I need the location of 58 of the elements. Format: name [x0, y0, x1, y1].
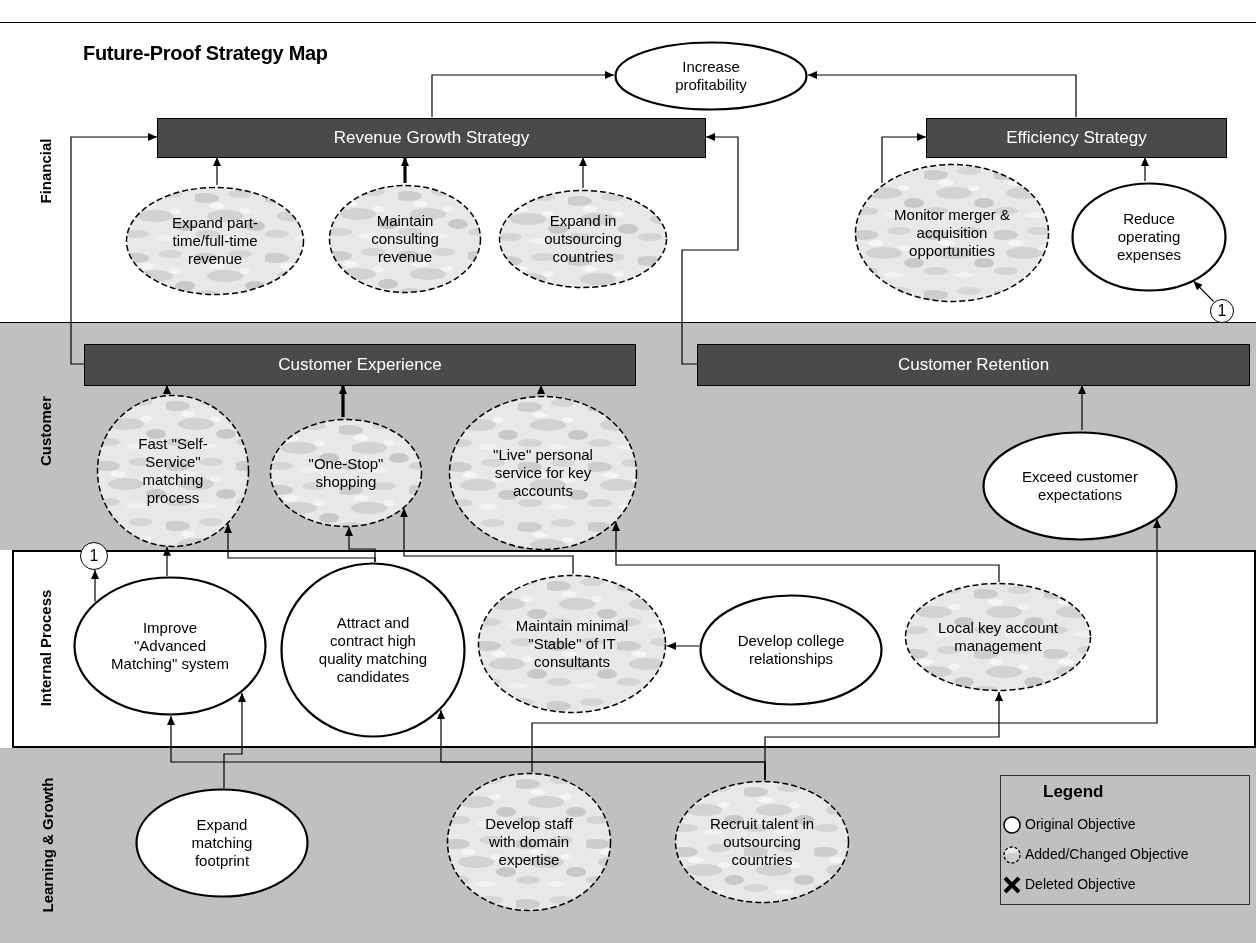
connector-arrow: [213, 156, 221, 186]
band-label: Learning & Growth: [38, 777, 56, 913]
objective-text: Exceed customer expectations: [1021, 468, 1139, 504]
objective-text: Fast "Self-Service" matching process: [137, 435, 209, 507]
connector-arrow: [163, 384, 171, 394]
callout-number: 1: [1210, 299, 1234, 323]
connector-arrow: [1078, 384, 1086, 431]
strategy-bar: Revenue Growth Strategy: [157, 118, 706, 158]
strategy-bar: Customer Retention: [697, 344, 1250, 386]
legend-text: Original Objective: [1025, 816, 1136, 832]
objective-text: Expand matching footprint: [190, 816, 254, 870]
objective-text: Recruit talent in outsourcing countries: [708, 815, 816, 869]
band-label: Internal Process: [36, 589, 54, 707]
objective-text: Reduce operating expenses: [1115, 210, 1183, 264]
objective-text: Increase profitability: [674, 58, 748, 94]
legend-text: Deleted Objective: [1025, 876, 1136, 892]
connector-arrow: [612, 521, 1000, 583]
connector-arrow: [70, 133, 158, 365]
legend-text: Added/Changed Objective: [1025, 846, 1189, 862]
connector-arrow: [339, 385, 347, 418]
connector-arrow: [401, 157, 409, 183]
objective-text: Monitor merger & acquisition opportunities: [893, 206, 1011, 260]
connector-arrow: [345, 526, 376, 563]
objective-text: Maintain minimal "Stable" of IT consultants: [514, 617, 630, 671]
connector-arrow: [807, 71, 1077, 118]
objective-text: Develop staff with domain expertise: [484, 815, 574, 869]
connector-arrow: [531, 518, 1161, 773]
connector-arrow: [400, 507, 574, 575]
perspective-band: [12, 550, 1256, 748]
objective-text: Expand part-time/full-time revenue: [171, 214, 259, 268]
strategy-bar: Customer Experience: [84, 344, 636, 386]
legend-title: Legend: [1043, 782, 1104, 802]
objective-text: Improve "Advanced Matching" system: [110, 619, 230, 673]
strategy-bar: Efficiency Strategy: [926, 118, 1227, 158]
connector-arrow: [223, 692, 246, 789]
diagram-title: Future-Proof Strategy Map: [83, 42, 328, 65]
connector-arrow: [163, 546, 171, 577]
connector-arrow: [537, 384, 545, 395]
objective-text: Expand in outsourcing countries: [543, 212, 623, 266]
band-label: Customer: [36, 396, 54, 466]
objective-text: "One-Stop" shopping: [307, 455, 385, 491]
perspective-band: [0, 322, 1256, 550]
connector-arrow: [579, 156, 587, 189]
connector-arrow: [91, 569, 99, 603]
connector-arrow: [681, 133, 739, 365]
connector-arrow: [1192, 280, 1215, 303]
connector-arrow: [431, 71, 615, 118]
objective-text: Local key account management: [937, 619, 1059, 655]
band-label: Financial: [36, 138, 54, 204]
objective-text: Attract and contract high quality matching candidates: [317, 614, 429, 686]
connector-arrow: [1141, 156, 1149, 182]
objective-text: Maintain consulting revenue: [370, 212, 440, 266]
connector-arrow: [881, 133, 927, 184]
objective-text: "Live" personal service for key accounts: [492, 446, 594, 500]
objective-text: Develop college relationships: [736, 632, 846, 668]
connector-arrow: [666, 642, 700, 650]
connector-arrow: [764, 691, 1003, 781]
perspective-band: [0, 22, 1256, 322]
